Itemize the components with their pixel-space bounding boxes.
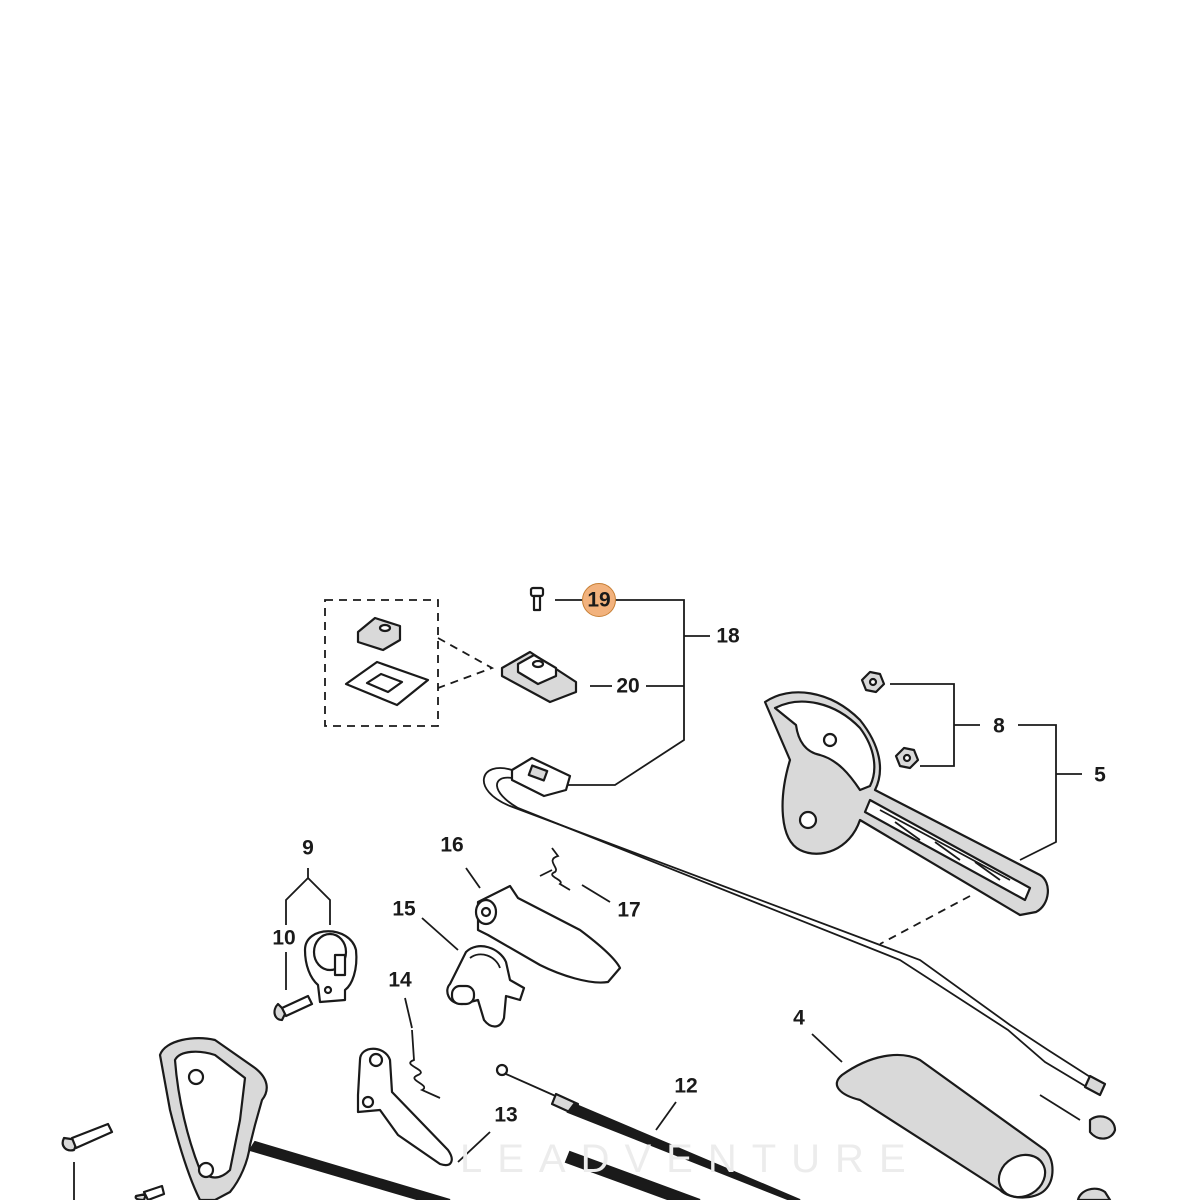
callout-13[interactable]: 13 (494, 1103, 518, 1127)
part-switch-cable (482, 756, 1117, 1140)
part-16-throttle-trigger (465, 867, 622, 984)
callout-17[interactable]: 17 (617, 898, 641, 922)
callout-14[interactable]: 14 (388, 968, 412, 992)
detail-box (324, 599, 495, 727)
part-5-handle (763, 691, 1049, 917)
callout-8[interactable]: 8 (993, 714, 1005, 738)
part-12-throttle-cable (495, 1063, 801, 1200)
part-8-nuts (860, 670, 920, 770)
part-14-spring (404, 997, 441, 1099)
callout-19-highlight (582, 583, 616, 617)
callout-19[interactable]: 19 (587, 588, 611, 612)
part-13-lock-lever (356, 1047, 491, 1167)
callout-18[interactable]: 18 (716, 624, 740, 648)
callout-9[interactable]: 9 (302, 836, 314, 860)
leader-9-10 (285, 868, 331, 990)
part-9-clamp (303, 930, 358, 1004)
part-19-screw (529, 586, 545, 612)
callout-20[interactable]: 20 (616, 674, 640, 698)
watermark: LEADVENTURE (460, 1137, 921, 1181)
part-17-spring (539, 847, 611, 903)
part-10-screw (273, 994, 314, 1022)
part-20-switch-plate (500, 650, 578, 704)
part-housing (158, 1037, 451, 1200)
leader-19-18 (555, 599, 710, 786)
centerline-5 (879, 895, 971, 945)
callout-16[interactable]: 16 (440, 833, 464, 857)
leader-8-5 (890, 683, 1082, 861)
callout-4[interactable]: 4 (793, 1006, 805, 1030)
part-15-lever (421, 917, 526, 1028)
callout-12[interactable]: 12 (674, 1074, 698, 1098)
callout-15[interactable]: 15 (392, 897, 416, 921)
callout-5[interactable]: 5 (1094, 763, 1106, 787)
callout-10[interactable]: 10 (272, 926, 296, 950)
part-4-grip (811, 1033, 1112, 1200)
part-bolts (61, 1122, 166, 1200)
